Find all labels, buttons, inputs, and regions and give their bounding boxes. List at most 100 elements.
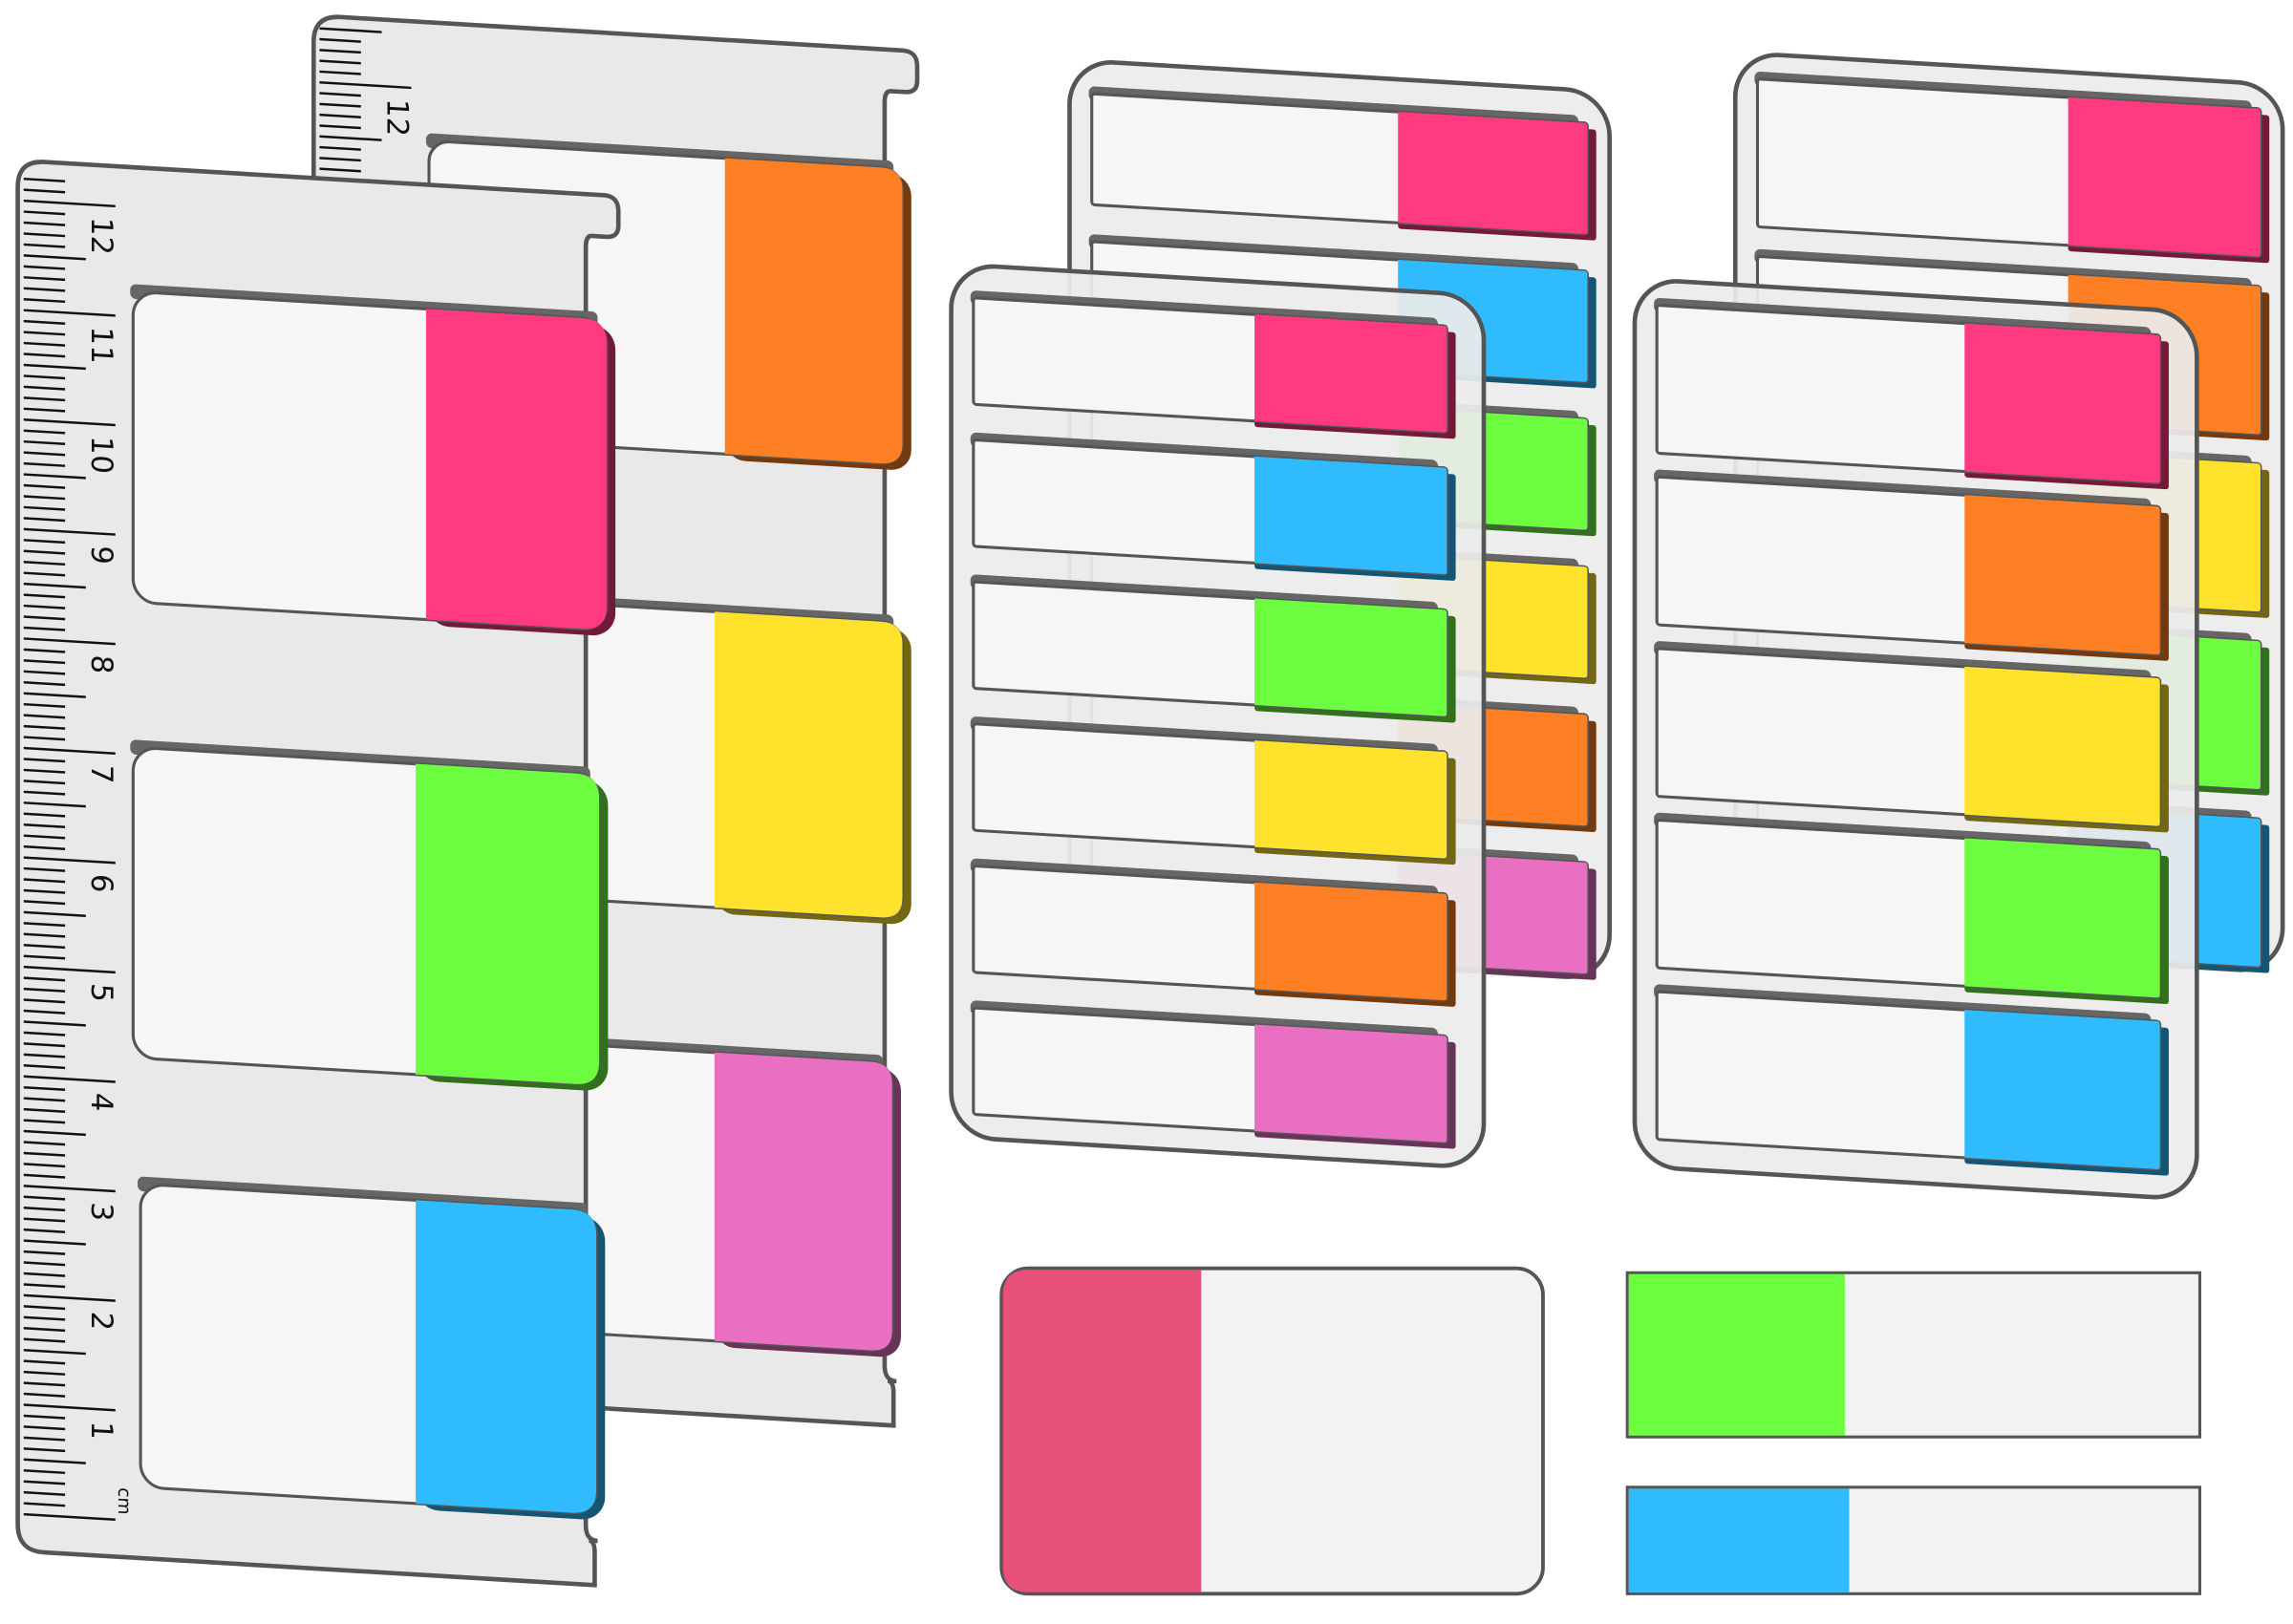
ruler-tick xyxy=(23,702,66,708)
ruler-tick xyxy=(23,1042,66,1048)
ruler-tick xyxy=(23,681,66,687)
dispenser-strip xyxy=(1654,641,2169,833)
flag-color-orange xyxy=(1254,882,1447,1001)
ruler-number: 12 xyxy=(380,97,415,138)
ruler-tick xyxy=(23,1163,66,1168)
ruler-tick xyxy=(23,910,86,917)
ruler-tick xyxy=(23,385,66,391)
flag-color-magenta xyxy=(714,1052,892,1351)
ruler-tick xyxy=(23,177,66,183)
ruler-tick xyxy=(319,102,361,108)
ruler-tick xyxy=(23,188,66,194)
ruler-tick xyxy=(23,1327,66,1333)
ruler-tick xyxy=(23,418,116,427)
ruler-tick xyxy=(23,823,66,829)
ruler-tick xyxy=(23,976,66,982)
ruler-tick xyxy=(23,331,66,336)
ruler-tick xyxy=(23,276,66,282)
ruler-tick xyxy=(23,407,66,413)
ruler-tick xyxy=(23,1458,86,1464)
flag-color-orange xyxy=(724,158,903,464)
dispenser-strip xyxy=(1654,297,2169,490)
ruler-tick xyxy=(23,746,116,755)
ruler-tick xyxy=(23,856,116,865)
dispenser-strip xyxy=(1654,812,2169,1005)
ruler-tick xyxy=(23,451,66,457)
ruler-tick xyxy=(23,396,66,402)
ruler-tick xyxy=(23,922,66,928)
ruler-tick xyxy=(23,1502,66,1507)
ruler-number: 10 xyxy=(84,435,118,475)
ruler-tick xyxy=(23,210,66,216)
ruler-tick xyxy=(23,604,66,609)
front-flag-2 xyxy=(130,739,609,1091)
flag-color-rose xyxy=(1002,1270,1202,1592)
flag-color-blue xyxy=(1964,1010,2160,1169)
ruler-tick xyxy=(23,560,66,566)
ruler-tick xyxy=(23,1348,86,1356)
ruler-tick xyxy=(23,1141,66,1146)
ruler-unit-label: cm xyxy=(114,1487,134,1516)
strip-blue xyxy=(1625,1485,2201,1595)
ruler-tick xyxy=(23,659,66,665)
flag-color-yellow xyxy=(1964,666,2160,826)
dispenser-strip xyxy=(1754,72,2270,264)
ruler-tick xyxy=(23,1173,66,1179)
ruler-number: 9 xyxy=(84,545,118,566)
dispenser-strip xyxy=(970,716,1456,865)
ruler-tick xyxy=(23,1097,66,1102)
ruler-tick xyxy=(23,243,66,248)
ruler-tick xyxy=(23,429,66,435)
ruler-tick xyxy=(23,768,66,774)
flag-color-green xyxy=(416,763,600,1084)
ruler-tick xyxy=(23,265,66,270)
ruler-tick xyxy=(23,648,66,653)
ruler-tick xyxy=(23,834,66,840)
ruler-tick xyxy=(23,900,66,906)
ruler-tick xyxy=(23,714,66,719)
dispenser-strip xyxy=(970,290,1456,439)
front-flag-3 xyxy=(137,1176,606,1520)
ruler-tick xyxy=(23,363,86,371)
ruler-tick xyxy=(23,724,66,730)
ruler-number: 6 xyxy=(84,873,118,894)
ruler-tick xyxy=(319,27,382,33)
ruler-tick xyxy=(23,1195,66,1201)
ruler-tick xyxy=(23,692,86,698)
ruler-tick xyxy=(23,1490,66,1496)
ruler-number: 4 xyxy=(84,1092,118,1113)
ruler-tick xyxy=(23,593,66,599)
ruler-tick xyxy=(23,483,66,489)
ruler-tick xyxy=(23,1469,66,1475)
ruler-tick xyxy=(23,1129,86,1137)
flag-color-pink xyxy=(1398,112,1588,234)
ruler-tick xyxy=(23,1009,66,1015)
front-flag-1 xyxy=(130,284,616,636)
flag-color-green xyxy=(1628,1273,1845,1436)
ruler-tick xyxy=(23,1480,66,1485)
ruler-tick xyxy=(319,124,361,130)
ruler-tick xyxy=(23,1305,66,1311)
ruler-tick xyxy=(23,1053,66,1058)
ruler-tick xyxy=(23,221,66,226)
flag-color-yellow xyxy=(1254,740,1447,859)
dispenser-strip xyxy=(970,432,1456,581)
ruler-tick xyxy=(23,1239,86,1246)
dispenser-strip xyxy=(1088,86,1597,241)
ruler-tick xyxy=(23,1381,66,1387)
dispenser-strip xyxy=(970,1000,1456,1149)
ruler-tick xyxy=(23,1217,66,1223)
ruler-tick xyxy=(23,932,66,938)
flag-color-blue xyxy=(416,1200,596,1513)
flag-color-blue xyxy=(1628,1488,1850,1592)
ruler-tick xyxy=(23,319,66,325)
ruler-tick xyxy=(23,1447,66,1453)
ruler-tick xyxy=(23,954,66,960)
ruler-tick xyxy=(23,758,66,763)
ruler-tick xyxy=(23,582,86,589)
ruler-tick xyxy=(319,145,361,151)
ruler-tick xyxy=(23,1075,116,1083)
ruler-tick xyxy=(23,615,66,621)
